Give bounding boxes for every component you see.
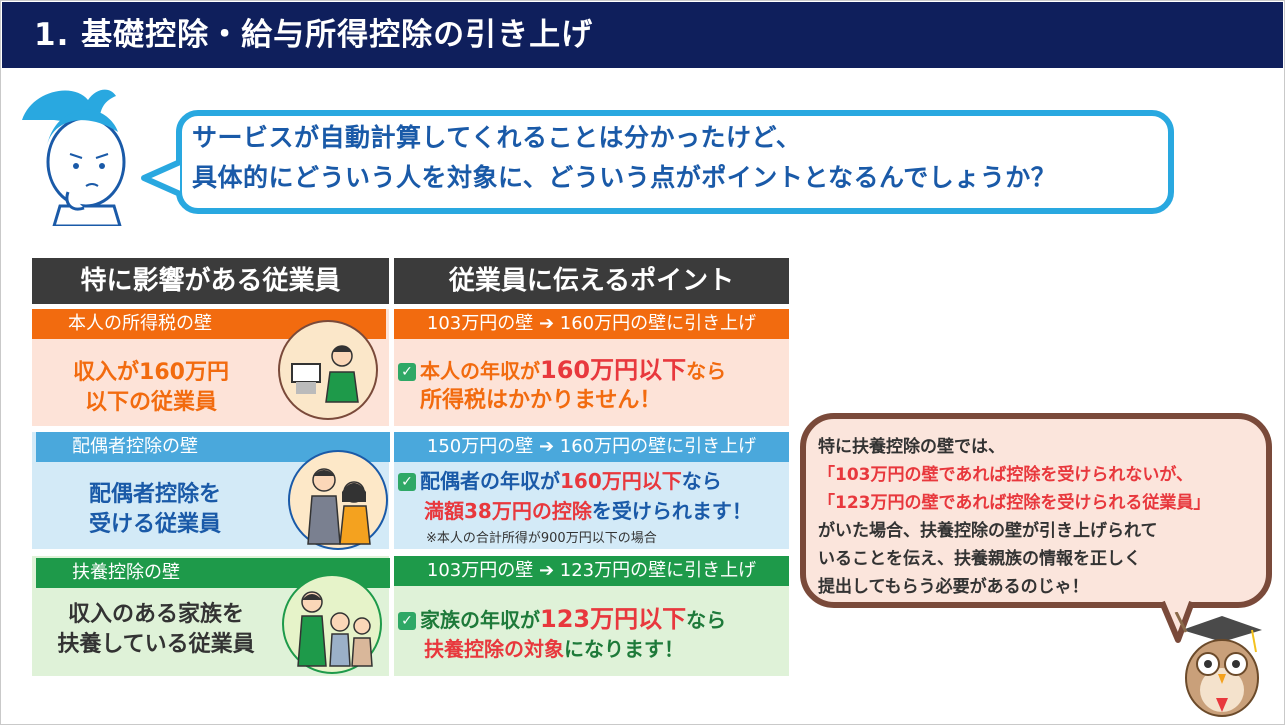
owl-line-6: 提出してもらう必要があるのじゃ！ <box>818 577 1089 597</box>
point-3-c: なら <box>686 608 727 632</box>
question-line-1: サービスが自動計算してくれることは分かったけど、 <box>192 123 802 152</box>
owl-line-1: 特に扶養控除の壁では、 <box>818 437 1005 457</box>
point-3-e: になります！ <box>564 637 684 661</box>
point-2-a: 配偶者の年収が <box>420 469 560 493</box>
point-2-e: を受けられます！ <box>591 499 752 523</box>
change-dependent-deduction: 103万円の壁 ➔ 123万円の壁に引き上げ <box>394 556 789 586</box>
point-3-a: 家族の年収が <box>420 608 540 632</box>
point-1-line-2: 所得税はかかりません！ <box>420 388 662 413</box>
point-1-c: なら <box>686 359 727 383</box>
question-bubble <box>176 110 1174 214</box>
owl-line-4: がいた場合、扶養控除の壁が引き上げられて <box>818 521 1158 541</box>
family-illustration <box>282 574 382 674</box>
target-line-2: 以下の従業員 <box>84 390 217 415</box>
target-line-2: 受ける従業員 <box>88 512 221 537</box>
owl-professor-illustration <box>1174 612 1262 717</box>
thinking-woman-illustration <box>22 89 126 226</box>
target-income-tax: 収入が160万円 以下の従業員 <box>46 358 256 418</box>
point-2: ✓配偶者の年収が160万円以下なら <box>398 466 722 496</box>
owl-line-3: 「123万円の壁であれば控除を受けられる従業員」 <box>818 493 1211 513</box>
change-spouse-deduction: 150万円の壁 ➔ 160万円の壁に引き上げ <box>394 432 789 462</box>
point-1: ✓本人の年収が160万円以下なら <box>398 355 726 386</box>
checkbox-icon: ✓ <box>398 363 416 381</box>
point-3: ✓家族の年収が123万円以下なら <box>398 604 726 635</box>
owl-message: 特に扶養控除の壁では、 「103万円の壁であれば控除を受けられないが、 「123… <box>818 433 1210 601</box>
point-2-b: 160万円以下 <box>560 469 682 493</box>
change-income-tax: 103万円の壁 ➔ 160万円の壁に引き上げ <box>394 309 789 339</box>
point-2-line-2: 満額38万円の控除を受けられます！ <box>424 496 752 526</box>
bubble-tail <box>141 159 182 197</box>
point-2-d: 満額38万円の控除 <box>424 499 592 523</box>
target-line-2: 扶養している従業員 <box>57 632 255 657</box>
cashier-illustration <box>278 320 378 420</box>
checkbox-icon: ✓ <box>398 612 416 630</box>
slide-title: 1. 基礎控除・給与所得控除の引き上げ <box>2 2 1283 68</box>
point-3-line-2: 扶養控除の対象になります！ <box>424 634 684 664</box>
couple-illustration <box>288 450 388 550</box>
owl-speech-bubble <box>800 413 1272 608</box>
col-header-employees: 特に影響がある従業員 <box>32 258 389 304</box>
point-3-d: 扶養控除の対象 <box>424 637 564 661</box>
point-1-b: 160万円以下 <box>540 356 687 384</box>
target-line-1: 収入が160万円 <box>73 360 229 385</box>
target-line-1: 配偶者控除を <box>88 482 221 507</box>
col-header-points: 従業員に伝えるポイント <box>394 258 789 304</box>
question-text: サービスが自動計算してくれることは分かったけど、 具体的にどういう人を対象に、ど… <box>192 118 1056 198</box>
target-spouse-deduction: 配偶者控除を 受ける従業員 <box>60 480 250 540</box>
owl-bubble-tail <box>1160 600 1195 643</box>
point-3-b: 123万円以下 <box>540 605 687 633</box>
target-line-1: 収入のある家族を <box>67 602 244 627</box>
checkbox-icon: ✓ <box>398 473 416 491</box>
owl-line-2: 「103万円の壁であれば控除を受けられないが、 <box>818 465 1193 485</box>
question-line-2: 具体的にどういう人を対象に、どういう点がポイントとなるんでしょうか？ <box>192 163 1057 192</box>
target-dependent-deduction: 収入のある家族を 扶養している従業員 <box>46 600 266 660</box>
point-1-a: 本人の年収が <box>420 359 540 383</box>
footnote: ※本人の合計所得が900万円以下の場合 <box>426 531 657 546</box>
point-2-c: なら <box>681 469 722 493</box>
owl-line-5: いることを伝え、扶養親族の情報を正しく <box>818 549 1141 569</box>
